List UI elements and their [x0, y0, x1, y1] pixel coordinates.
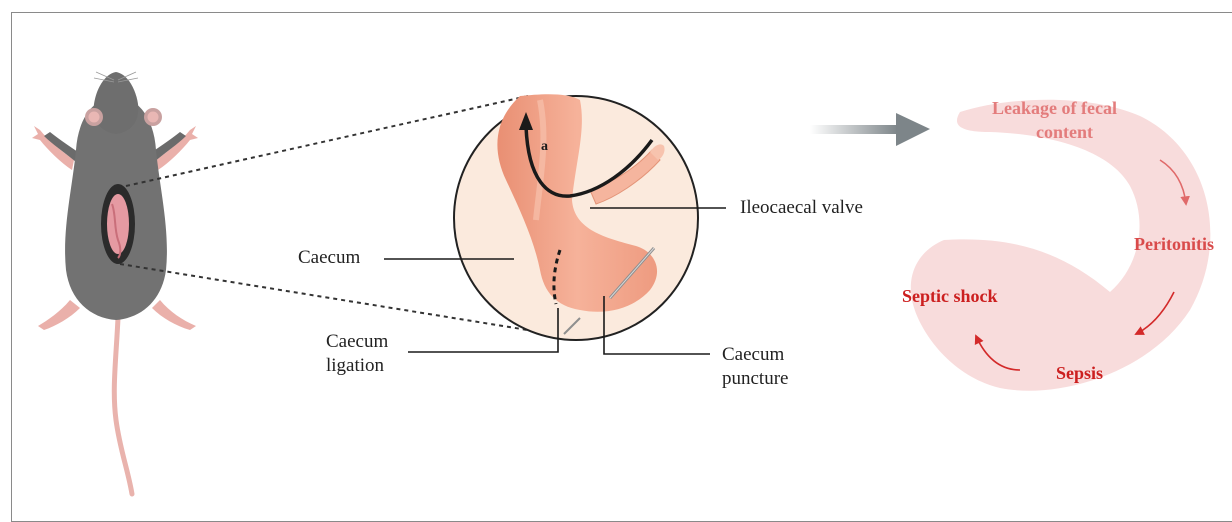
label-ileocaecal-valve: Ileocaecal valve	[740, 197, 863, 219]
cycle-step-sepsis: Sepsis	[1056, 363, 1103, 384]
cycle-step-leakage-line2: content	[1036, 122, 1093, 143]
cycle-step-leakage-line1: Leakage of fecal	[992, 98, 1117, 119]
label-caecum-puncture-line1: Caecum	[722, 344, 784, 366]
arrow-marker-label: a	[541, 139, 548, 154]
cycle-step-peritonitis: Peritonitis	[1134, 234, 1214, 255]
label-caecum-puncture-line2: puncture	[722, 368, 788, 390]
label-caecum-ligation-line1: Caecum	[326, 331, 388, 353]
flow-arrow	[810, 113, 930, 146]
caecum-magnified-view	[454, 94, 698, 340]
mouse-illustration	[32, 72, 198, 494]
cycle-step-septic-shock: Septic shock	[902, 286, 998, 307]
label-caecum: Caecum	[298, 247, 360, 269]
label-caecum-ligation-line2: ligation	[326, 355, 384, 377]
